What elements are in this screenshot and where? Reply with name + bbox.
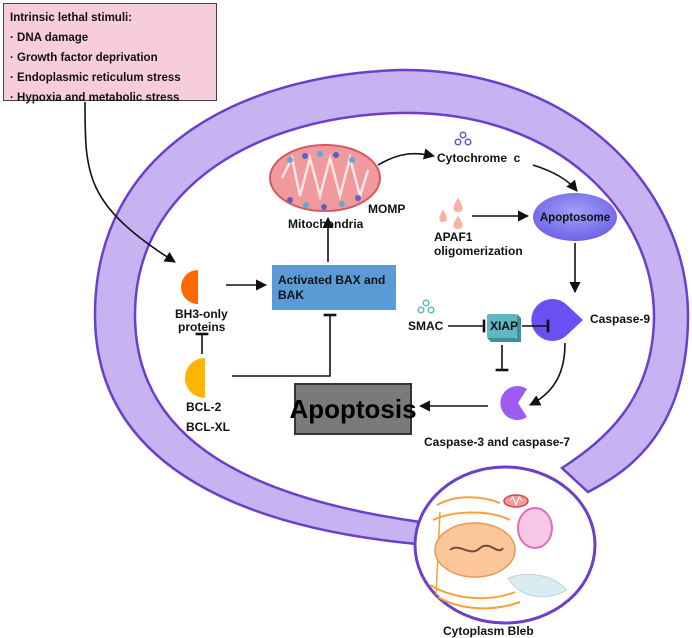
label-apoptosome: Apoptosome	[540, 212, 610, 224]
mitochondria-icon	[269, 144, 381, 212]
stimulus-item: · DNA damage	[10, 32, 89, 44]
label-apaf1: APAF1	[434, 230, 473, 244]
label-momp: MOMP	[368, 202, 405, 216]
bleb-organelles	[429, 494, 568, 610]
label-mitochondria: Mitochondria	[288, 217, 364, 231]
arrow-stimuli-to-bh3	[84, 101, 176, 263]
cytochrome-c-icon	[454, 131, 472, 146]
caspase-3-7-icon	[500, 386, 527, 420]
activated-bax-bak-box: Activated BAX and BAK	[272, 265, 396, 310]
label-bcl-xl: BCL-XL	[186, 420, 230, 434]
stimulus-item: · Hypoxia and metabolic stress	[10, 92, 180, 104]
inhibit-bcl2-bax	[232, 313, 337, 377]
stimuli-title: Intrinsic lethal stimuli:	[10, 12, 133, 24]
apoptosis-label: Apoptosis	[289, 393, 417, 424]
label-cytoplasm-bleb: Cytoplasm Bleb	[443, 624, 534, 638]
apoptosome-icon	[533, 193, 617, 241]
arrow-mito-to-cyto	[377, 148, 436, 166]
apaf1-icon	[439, 198, 463, 229]
label-caspase-9: Caspase-9	[590, 312, 650, 326]
caspase-9-icon	[531, 299, 583, 341]
label-caspase-3-7: Caspase-3 and caspase-7	[424, 435, 570, 449]
label-smac: SMAC	[408, 319, 444, 333]
label-bh3-proteins: proteins	[178, 320, 226, 334]
label-bh3-only: BH3-only	[175, 307, 228, 321]
label-xiap: XIAP	[490, 319, 518, 333]
label-cytochrome-c: Cytochrome c	[437, 151, 521, 165]
arrow-casp9-to-casp37	[529, 342, 566, 406]
bax-bak-label: Activated BAX and BAK	[278, 273, 386, 302]
stimulus-item: · Growth factor deprivation	[10, 52, 158, 64]
xiap-icon	[487, 314, 521, 342]
bcl-2-icon	[185, 358, 205, 398]
label-bcl-2: BCL-2	[186, 400, 222, 414]
smac-icon	[417, 299, 435, 314]
apoptosis-box: Apoptosis	[289, 383, 417, 435]
stimulus-item: · Endoplasmic reticulum stress	[10, 72, 181, 84]
cell-membrane	[93, 68, 690, 547]
bh3-only-icon	[181, 270, 198, 304]
intrinsic-stimuli-box: Intrinsic lethal stimuli: · DNA damage ·…	[3, 3, 217, 104]
label-oligomerization: oligomerization	[434, 244, 523, 258]
arrow-cyto-to-apoptosome	[532, 164, 578, 192]
